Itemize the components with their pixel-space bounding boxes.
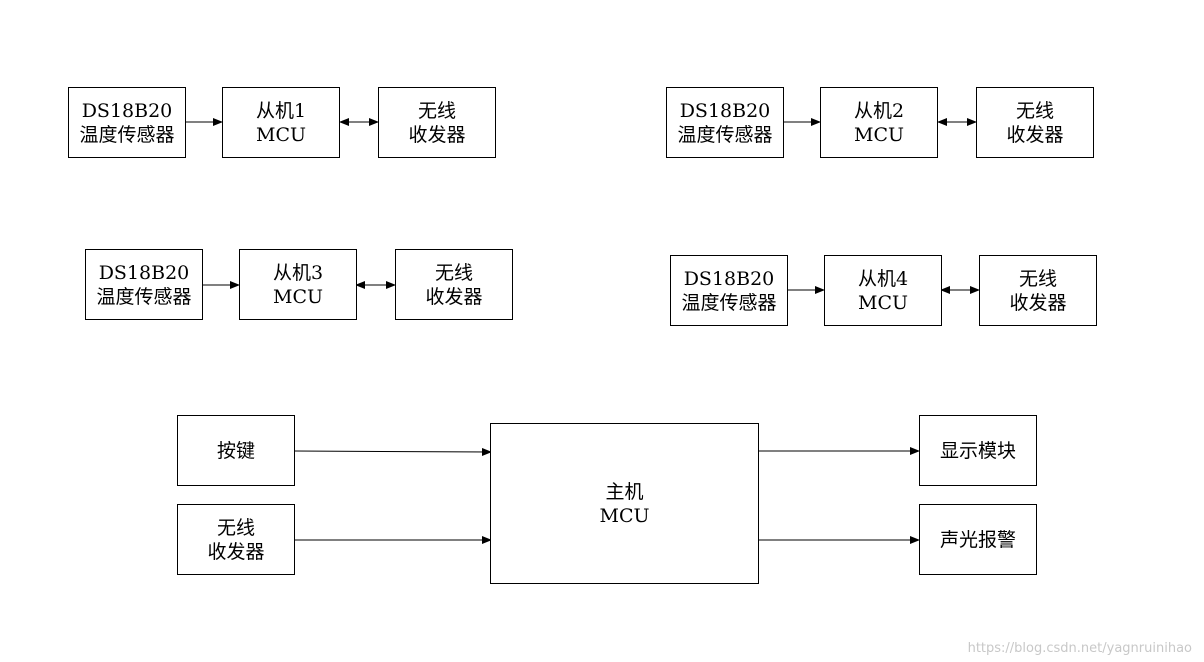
sensor-box-2: DS18B20 温度传感器	[666, 87, 784, 158]
master-mcu-label: MCU	[599, 504, 650, 527]
slave-name-label: 从机4	[857, 267, 909, 290]
slave-mcu-box-2: 从机2 MCU	[820, 87, 938, 158]
sensor-box-1: DS18B20 温度传感器	[68, 87, 186, 158]
transceiver-label-1: 无线	[434, 261, 473, 284]
master-name-label: 主机	[605, 480, 644, 503]
sensor-model-label: DS18B20	[683, 267, 775, 290]
slave-mcu-label: MCU	[255, 123, 306, 146]
sensor-name-label: 温度传感器	[96, 285, 192, 308]
sensor-name-label: 温度传感器	[79, 123, 175, 146]
master-transceiver-label-1: 无线	[216, 516, 255, 539]
slave-name-label: 从机2	[853, 99, 905, 122]
sensor-box-3: DS18B20 温度传感器	[85, 249, 203, 320]
transceiver-label-1: 无线	[1018, 267, 1057, 290]
transceiver-label-1: 无线	[1015, 99, 1054, 122]
slave-mcu-label: MCU	[853, 123, 904, 146]
sensor-name-label: 温度传感器	[681, 291, 777, 314]
alarm-box: 声光报警	[919, 504, 1037, 575]
display-module-box: 显示模块	[919, 415, 1037, 486]
slave-mcu-box-4: 从机4 MCU	[824, 255, 942, 326]
master-transceiver-label-2: 收发器	[207, 540, 265, 563]
transceiver-label-1: 无线	[417, 99, 456, 122]
slave-mcu-label: MCU	[272, 285, 323, 308]
transceiver-box-1: 无线 收发器	[378, 87, 496, 158]
display-module-label: 显示模块	[939, 439, 1016, 462]
transceiver-label-2: 收发器	[408, 123, 466, 146]
master-mcu-box: 主机 MCU	[490, 423, 759, 584]
watermark-text: https://blog.csdn.net/yagnruinihao	[967, 641, 1192, 656]
slave-mcu-box-3: 从机3 MCU	[239, 249, 357, 320]
sensor-model-label: DS18B20	[81, 99, 173, 122]
slave-name-label: 从机1	[255, 99, 307, 122]
sensor-model-label: DS18B20	[679, 99, 771, 122]
transceiver-box-4: 无线 收发器	[979, 255, 1097, 326]
sensor-model-label: DS18B20	[98, 261, 190, 284]
slave-mcu-box-1: 从机1 MCU	[222, 87, 340, 158]
slave-mcu-label: MCU	[857, 291, 908, 314]
transceiver-label-2: 收发器	[425, 285, 483, 308]
transceiver-box-2: 无线 收发器	[976, 87, 1094, 158]
sensor-box-4: DS18B20 温度传感器	[670, 255, 788, 326]
alarm-label: 声光报警	[939, 528, 1016, 551]
arrow-keys-to-master	[294, 447, 492, 456]
keys-label: 按键	[216, 439, 255, 462]
master-transceiver-box: 无线 收发器	[177, 504, 295, 575]
keys-box: 按键	[177, 415, 295, 486]
transceiver-label-2: 收发器	[1006, 123, 1064, 146]
transceiver-label-2: 收发器	[1009, 291, 1067, 314]
slave-name-label: 从机3	[272, 261, 324, 284]
sensor-name-label: 温度传感器	[677, 123, 773, 146]
transceiver-box-3: 无线 收发器	[395, 249, 513, 320]
